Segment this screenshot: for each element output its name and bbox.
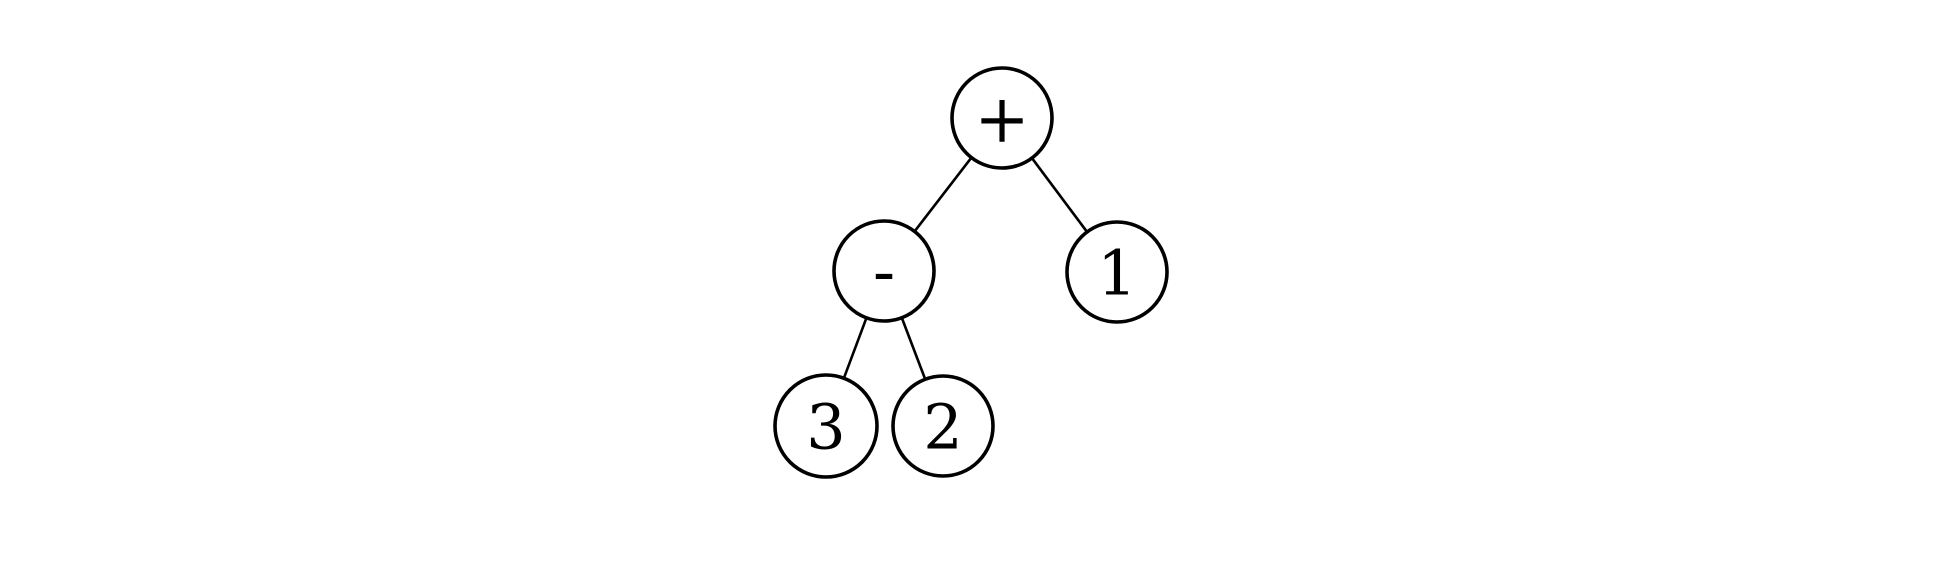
node-label-three: 3 [806, 391, 845, 464]
edges-layer [842, 156, 1089, 381]
node-circle-two [891, 374, 995, 478]
node-label-minus: - [873, 234, 895, 311]
nodes-layer: + - 1 3 2 [773, 66, 1169, 479]
edge-minus-two [900, 316, 927, 381]
edge-root-one [1030, 156, 1089, 234]
edge-root-minus [913, 156, 973, 233]
tree-node-minus[interactable]: - [832, 219, 936, 323]
node-label-two: 2 [923, 391, 962, 464]
node-circle-one [1065, 220, 1169, 324]
node-label-root: + [974, 81, 1029, 158]
node-circle-root [950, 66, 1054, 170]
tree-node-three[interactable]: 3 [773, 373, 879, 479]
tree-node-two[interactable]: 2 [891, 374, 995, 478]
node-circle-minus [832, 219, 936, 323]
edge-minus-three [842, 316, 868, 380]
tree-node-one[interactable]: 1 [1065, 220, 1169, 324]
tree-node-root[interactable]: + [950, 66, 1054, 170]
node-label-one: 1 [1097, 237, 1136, 310]
node-circle-three [773, 373, 879, 479]
